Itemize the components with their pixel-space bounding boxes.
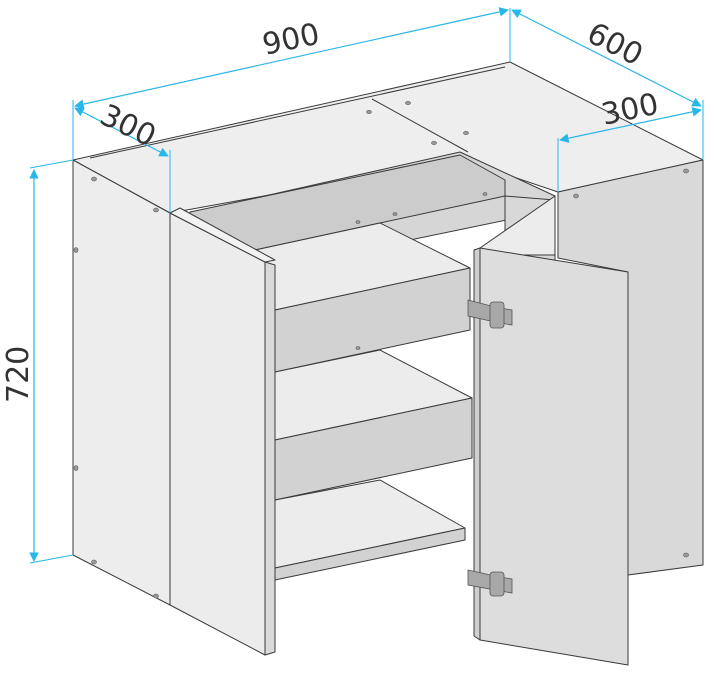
cabinet-right-door: [467, 195, 629, 666]
dimension-lines: [29, 7, 704, 564]
depth-total-label: 600: [581, 16, 648, 73]
screw-holes: [73, 101, 689, 599]
depth-right-dimension-line: [559, 107, 702, 143]
cabinet-left-side-panel: [72, 159, 171, 606]
width-label: 900: [259, 17, 322, 63]
cabinet-body: [72, 61, 704, 606]
width-dimension-line: [74, 7, 509, 109]
height-label: 720: [1, 346, 36, 403]
door-hinge-upper: [467, 299, 513, 329]
depth-right-label: 300: [598, 87, 661, 133]
depth-total-dimension-line: [511, 9, 702, 107]
door-hinge-lower: [467, 569, 513, 597]
depth-left-dimension-line: [74, 107, 169, 157]
cabinet-left-door: [169, 207, 276, 656]
